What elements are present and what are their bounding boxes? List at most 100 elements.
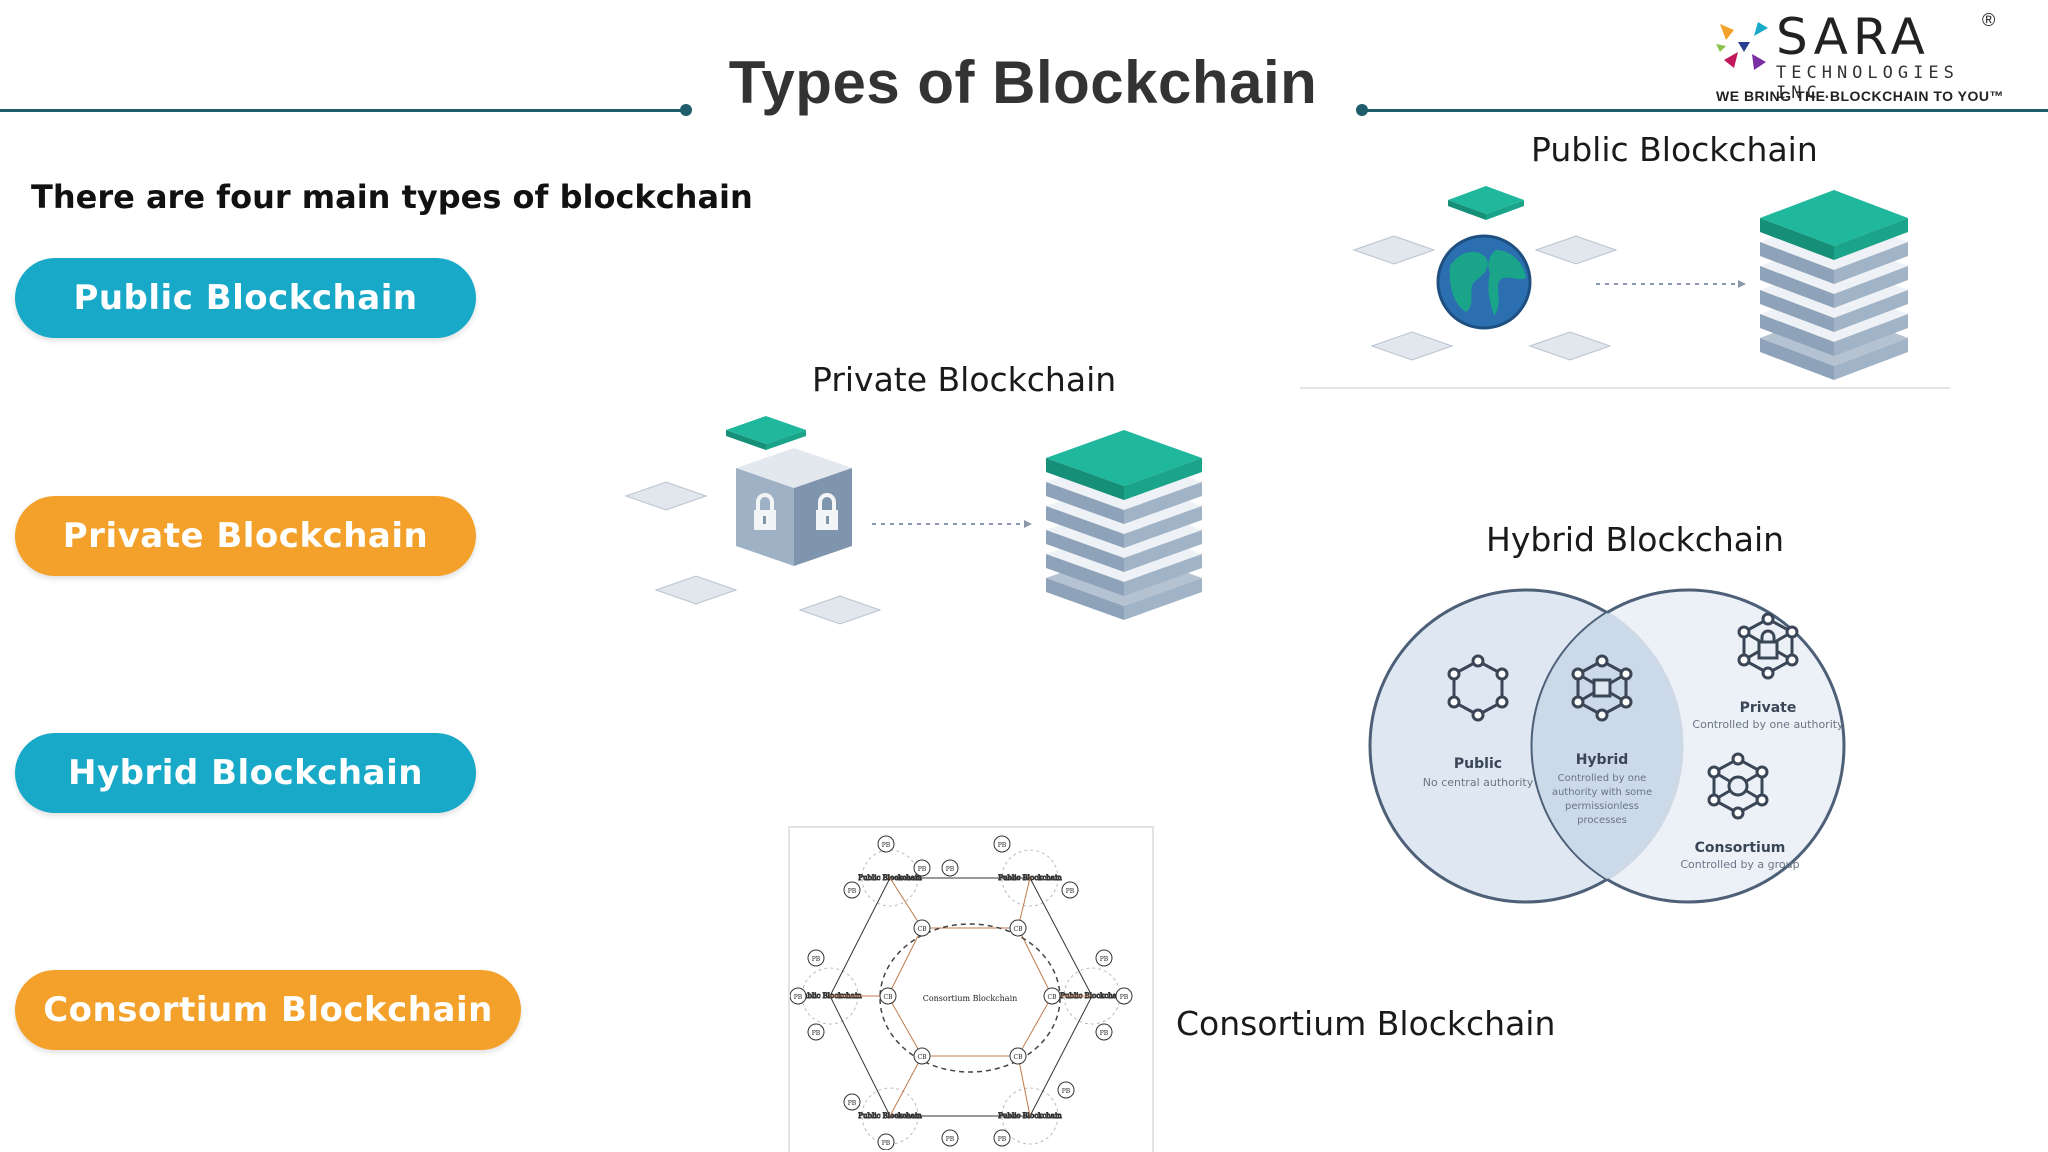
pb-node-11: PB	[993, 1129, 1011, 1147]
hybrid-network-icon	[1571, 654, 1633, 722]
public-blockchain-illustration	[1300, 186, 1950, 389]
consortium-title: Consortium	[1695, 840, 1786, 856]
lock-cube-icon	[736, 448, 852, 566]
consortium-blockchain-button[interactable]: Consortium Blockchain	[15, 970, 521, 1050]
cb-node-5: CB	[913, 1047, 931, 1065]
network-link	[1017, 877, 1031, 929]
pb-node-7: PB	[1095, 949, 1113, 967]
consortium-center-label: Consortium Blockchain	[923, 994, 1018, 1003]
svg-text:CB: CB	[884, 994, 894, 1001]
pb-node-1: PB	[877, 835, 895, 853]
svg-text:PB: PB	[1100, 1030, 1109, 1037]
svg-text:CB: CB	[1014, 926, 1024, 933]
hybrid-blockchain-button[interactable]: Hybrid Blockchain	[15, 733, 476, 813]
logo-subtitle: TECHNOLOGIES INC.	[1776, 63, 1959, 103]
svg-text:CB: CB	[1014, 1054, 1024, 1061]
network-link	[829, 877, 891, 997]
public-cluster-4	[1001, 1087, 1059, 1145]
cb-node-3: CB	[1043, 987, 1061, 1005]
consortium-network-icon	[1707, 752, 1769, 820]
pb-node-13: PB	[843, 1093, 861, 1111]
pb-node-8: PB	[1115, 987, 1133, 1005]
svg-text:PB: PB	[812, 956, 821, 963]
svg-text:PB: PB	[882, 1140, 891, 1147]
svg-text:PB: PB	[1120, 994, 1129, 1001]
pb-node-15: PB	[807, 949, 825, 967]
network-link	[829, 995, 891, 1117]
network-link	[1017, 995, 1053, 1057]
public-network-icon	[1447, 654, 1509, 722]
private-blockchain-button[interactable]: Private Blockchain	[15, 496, 476, 576]
cb-node-2: CB	[1009, 919, 1027, 937]
private-blockchain-illustration	[624, 416, 1202, 625]
title-rule-dot-left	[680, 104, 692, 116]
svg-text:PB: PB	[794, 994, 803, 1001]
sara-logo-mark-icon	[1716, 22, 1768, 70]
hybrid-desc-line-3: permissionless	[1565, 801, 1639, 812]
node-tile-icon	[1448, 186, 1524, 220]
pb-node-12: PB	[941, 1129, 959, 1147]
svg-text:CB: CB	[1048, 994, 1058, 1001]
logo-tagline: WE BRING THE BLOCKCHAIN TO YOU™	[1716, 88, 2004, 104]
globe-icon	[1436, 234, 1532, 330]
pb-node-9: PB	[1095, 1023, 1113, 1041]
network-link	[1017, 1055, 1031, 1117]
network-link	[1029, 995, 1093, 1117]
pb-node-6: PB	[1061, 881, 1079, 899]
svg-text:PB: PB	[998, 842, 1007, 849]
title-rule-left	[0, 109, 686, 112]
pb-node-14: PB	[877, 1133, 895, 1151]
block-stack-icon	[1046, 430, 1202, 620]
hybrid-title: Hybrid	[1576, 752, 1629, 768]
svg-text:PB: PB	[946, 866, 955, 873]
hybrid-desc-line-4: processes	[1577, 815, 1627, 826]
public-cluster-2	[1001, 849, 1059, 907]
private-desc: Controlled by one authority	[1692, 718, 1844, 731]
hybrid-desc-line-1: Controlled by one	[1558, 773, 1647, 784]
svg-text:PB: PB	[946, 1136, 955, 1143]
node-tile-icon	[726, 416, 806, 450]
pb-node-4: PB	[993, 835, 1011, 853]
pb-node-10: PB	[1057, 1081, 1075, 1099]
svg-text:PB: PB	[1100, 956, 1109, 963]
svg-text:PB: PB	[918, 866, 927, 873]
hybrid-venn-diagram: Public No central authority Hybrid Contr…	[1368, 588, 1846, 904]
hybrid-blockchain-caption: Hybrid Blockchain	[1486, 520, 1785, 559]
hybrid-desc-line-2: authority with some	[1552, 787, 1652, 798]
logo-registered-mark: ®	[1982, 10, 1996, 30]
svg-text:PB: PB	[998, 1136, 1007, 1143]
logo-wordmark: SARA	[1776, 8, 1930, 66]
svg-text:PB: PB	[848, 888, 857, 895]
cb-node-4: CB	[1009, 1047, 1027, 1065]
pb-node-5: PB	[941, 859, 959, 877]
public-desc: No central authority	[1423, 776, 1534, 789]
public-blockchain-caption: Public Blockchain	[1531, 130, 1818, 169]
title-rule-right	[1361, 109, 2048, 112]
cb-node-6: CB	[879, 987, 897, 1005]
network-link	[1029, 877, 1093, 997]
intro-text: There are four main types of blockchain	[31, 178, 753, 216]
pb-node-3: PB	[843, 881, 861, 899]
network-link	[889, 1055, 923, 1117]
network-link	[887, 995, 923, 1057]
private-blockchain-caption: Private Blockchain	[812, 360, 1117, 399]
pb-node-17: PB	[807, 1023, 825, 1041]
page-title: Types of Blockchain	[728, 49, 1318, 116]
sara-logo: SARA ® TECHNOLOGIES INC. WE BRING THE BL…	[1708, 8, 2008, 108]
private-title: Private	[1740, 700, 1797, 716]
public-cluster-3-label: Public Blockchain	[1060, 992, 1124, 1000]
consortium-blockchain-caption: Consortium Blockchain	[1176, 1004, 1556, 1043]
svg-text:PB: PB	[848, 1100, 857, 1107]
consortium-desc: Controlled by a group	[1680, 858, 1799, 871]
svg-text:PB: PB	[812, 1030, 821, 1037]
pb-node-16: PB	[789, 987, 807, 1005]
network-link	[887, 927, 923, 997]
block-stack-icon	[1760, 190, 1908, 380]
private-network-icon	[1737, 612, 1799, 680]
network-link	[889, 877, 923, 929]
svg-text:PB: PB	[1062, 1088, 1071, 1095]
public-blockchain-button[interactable]: Public Blockchain	[15, 258, 476, 338]
svg-text:CB: CB	[918, 1054, 928, 1061]
